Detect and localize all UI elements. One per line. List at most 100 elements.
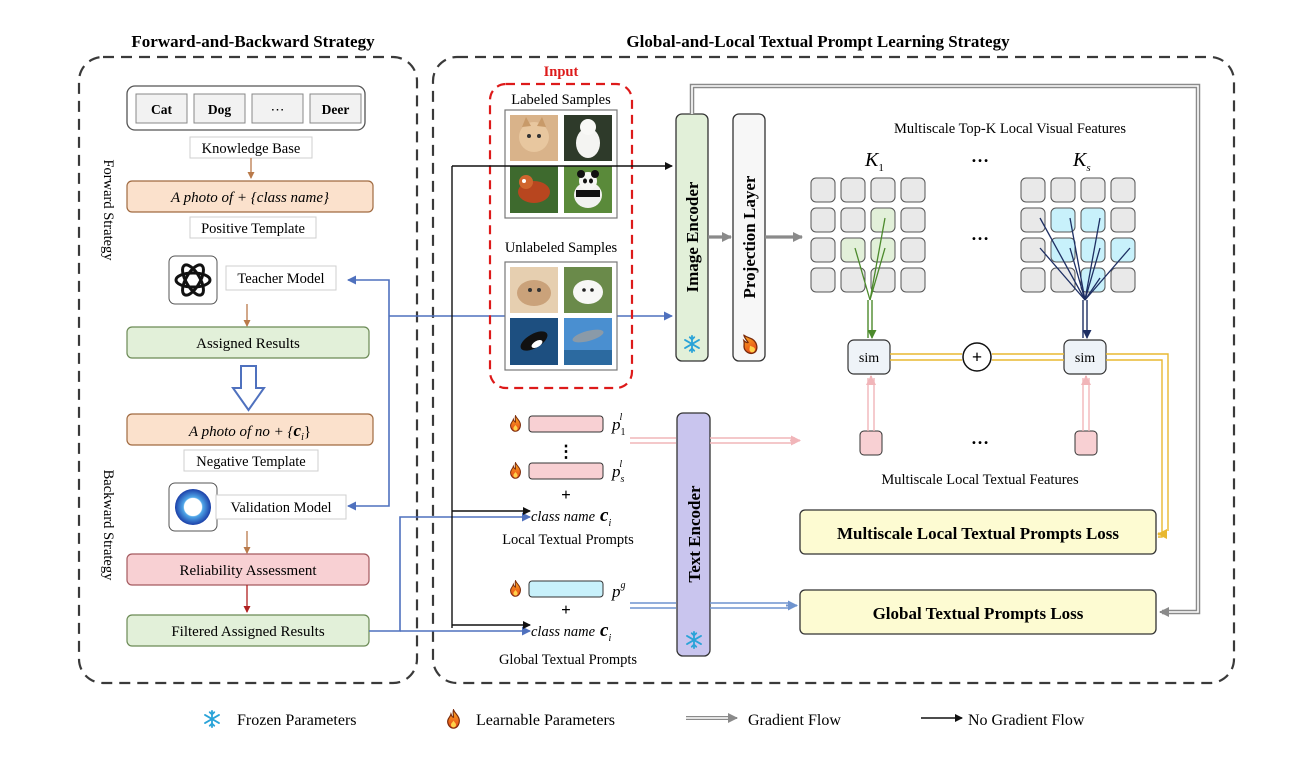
kb-item-box xyxy=(309,93,362,124)
local-loss-box xyxy=(799,509,1157,555)
kb-item-box xyxy=(193,93,246,124)
red-panda-image xyxy=(510,166,558,213)
sim-node-1 xyxy=(847,339,891,375)
features-ellipsis-mid: … xyxy=(971,224,989,244)
local-prompt-plus: + xyxy=(561,485,571,504)
positive-template-text: A photo of + {class name} xyxy=(170,190,329,206)
kb-item-box xyxy=(251,93,304,124)
features-ellipsis-top: … xyxy=(971,146,989,166)
sum-node xyxy=(962,342,992,372)
feature-cell xyxy=(1050,177,1076,203)
teacher-model-icon xyxy=(168,255,218,305)
legend: Frozen Parameters Learnable Parameters G… xyxy=(204,709,1085,729)
feature-cell xyxy=(1080,177,1106,203)
feature-cell xyxy=(870,177,896,203)
feature-cell xyxy=(900,267,926,293)
unlabeled-to-validation-arrow xyxy=(347,316,390,511)
input-frame xyxy=(488,82,634,390)
negative-template-caption: Negative Template xyxy=(196,454,305,470)
unlabeled-image-grid xyxy=(504,261,618,371)
global-prompts-caption: Global Textual Prompts xyxy=(499,652,637,668)
unlabeled-samples-label: Unlabeled Samples xyxy=(505,240,618,256)
right-panel-title: Global-and-Local Textual Prompt Learning… xyxy=(626,32,1010,51)
local-prompt-vertical-ellipsis: ⋮ xyxy=(558,442,575,461)
cat-image xyxy=(510,115,558,161)
kb-item: Deer xyxy=(322,102,350,117)
sim-node-s xyxy=(1063,339,1107,375)
text-features-ellipsis: … xyxy=(971,428,989,448)
negative-template-box xyxy=(126,413,374,446)
kb-item-box xyxy=(135,93,188,124)
samoyed-image xyxy=(564,267,612,313)
image-encoder-label: Image Encoder xyxy=(683,181,702,292)
feature-cell xyxy=(1020,207,1046,233)
flame-icon xyxy=(447,709,460,729)
ps-label: psl xyxy=(611,459,625,485)
right-panel-frame xyxy=(431,55,1236,685)
local-prompt-s xyxy=(528,462,604,480)
feature-cell xyxy=(810,237,836,263)
local-loss-label: Multiscale Local Textual Prompts Loss xyxy=(837,524,1119,543)
local-text-feature-s xyxy=(1074,430,1098,456)
projection-layer-label: Projection Layer xyxy=(740,175,759,298)
dolphin-image xyxy=(564,318,612,365)
feature-cell xyxy=(1020,267,1046,293)
knowledge-base: Cat Dog ⋯ Deer xyxy=(126,85,366,131)
global-prompt xyxy=(528,580,604,598)
global-prompt-plus: + xyxy=(561,600,571,619)
left-panel-frame xyxy=(77,55,419,685)
caption-box xyxy=(189,216,317,239)
positive-template-box xyxy=(126,180,374,213)
kb-item: Dog xyxy=(208,102,231,117)
panda-image xyxy=(564,166,612,213)
teacher-model-label: Teacher Model xyxy=(237,271,324,287)
ks-feature-grid xyxy=(1020,177,1136,293)
forward-strategy-label: Forward Strategy xyxy=(100,159,116,261)
text-encoder-label: Text Encoder xyxy=(685,485,704,583)
k1-topk-lines xyxy=(854,217,886,301)
assigned-results-box xyxy=(126,326,370,359)
unlabeled-to-teacher-arrow xyxy=(347,275,390,316)
feature-cell xyxy=(900,207,926,233)
negative-template-text: A photo of no + {ci} xyxy=(188,421,311,443)
positive-template-caption: Positive Template xyxy=(201,221,305,237)
knowledge-base-caption: Knowledge Base xyxy=(202,141,301,157)
feature-cell xyxy=(1110,177,1136,203)
left-panel-title: Forward-and-Backward Strategy xyxy=(131,32,375,51)
k1-label: K1 xyxy=(864,149,884,174)
labeled-image-grid xyxy=(504,109,618,219)
kb-item: Cat xyxy=(151,102,172,117)
sim-label-1: sim xyxy=(859,351,879,366)
feature-cell xyxy=(810,177,836,203)
local-prompts-to-text-encoder xyxy=(630,437,676,444)
filtered-results-label: Filtered Assigned Results xyxy=(171,624,324,640)
legend-no-gradient-label: No Gradient Flow xyxy=(968,712,1085,729)
legend-gradient-label: Gradient Flow xyxy=(748,712,841,729)
validation-model-label: Validation Model xyxy=(230,500,331,516)
feature-cell xyxy=(810,207,836,233)
global-prompt-to-text-encoder xyxy=(630,602,676,609)
dog-image xyxy=(564,115,612,161)
local-prompts-caption: Local Textual Prompts xyxy=(502,532,634,548)
input-label: Input xyxy=(544,64,579,80)
topk-feature-cell xyxy=(870,237,896,263)
backward-strategy-label: Backward Strategy xyxy=(100,470,116,581)
feature-cell xyxy=(840,207,866,233)
feature-cell xyxy=(1110,207,1136,233)
text-feature-to-sim-arrows xyxy=(867,378,1090,431)
caption-box xyxy=(215,494,347,520)
filtered-to-local-classname-arrow xyxy=(369,512,531,632)
feature-cell xyxy=(840,177,866,203)
validation-model-icon xyxy=(168,482,218,532)
labeled-samples-label: Labeled Samples xyxy=(511,92,611,108)
topk-feature-cell xyxy=(1080,207,1106,233)
feature-cell xyxy=(1020,177,1046,203)
encoder-to-global-loss-line-inner xyxy=(691,85,1199,613)
hollow-down-arrow xyxy=(231,365,266,412)
reliability-assessment-label: Reliability Assessment xyxy=(179,563,317,579)
text-encoder-block xyxy=(676,412,711,657)
local-textual-features-label: Multiscale Local Textual Features xyxy=(881,472,1079,488)
